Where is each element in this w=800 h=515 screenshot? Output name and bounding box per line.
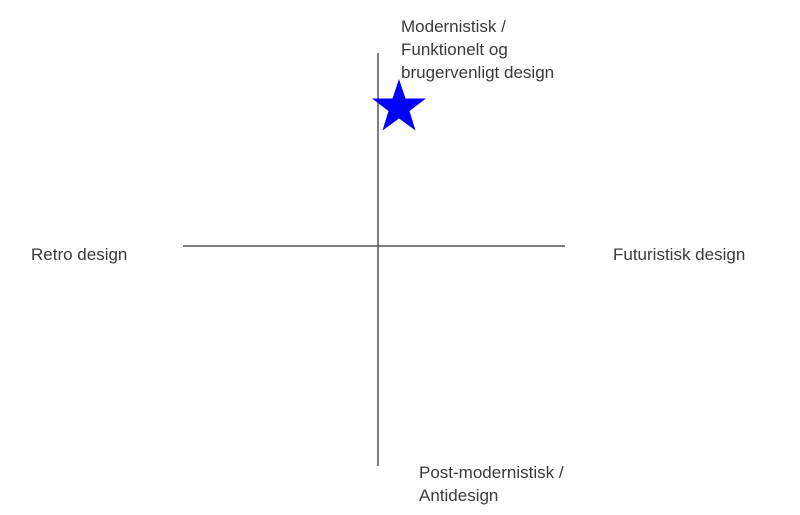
axis-label-bottom: Post-modernistisk / Antidesign [419,461,564,507]
star-icon [372,79,426,131]
axis-label-top-line-1: Modernistisk / [401,17,506,36]
axis-label-top-line-2: Funktionelt og [401,40,508,59]
axis-label-right: Futuristisk design [613,245,746,264]
axis-label-left: Retro design [31,245,128,264]
axis-label-top-line-3: brugervenligt design [401,63,555,82]
axis-label-bottom-line-1: Post-modernistisk / [419,463,564,482]
axis-label-bottom-line-2: Antidesign [419,486,499,505]
axis-label-top: Modernistisk / Funktionelt og brugervenl… [401,15,554,84]
